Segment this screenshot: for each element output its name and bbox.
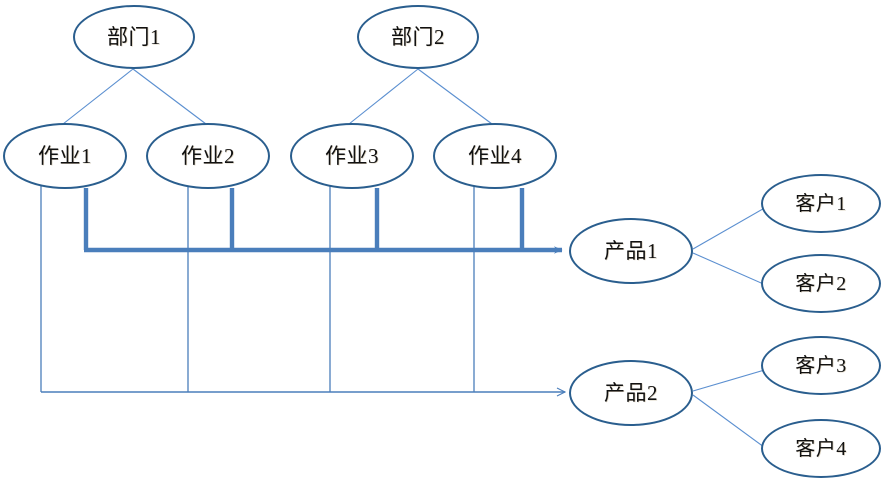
node-customer-1[interactable]: 客户1 (761, 174, 881, 233)
node-product-1[interactable]: 产品1 (569, 218, 693, 284)
node-label: 产品1 (604, 238, 658, 263)
node-task-3[interactable]: 作业3 (290, 123, 414, 189)
node-label: 作业2 (181, 143, 235, 168)
edge-dept2-task4 (417, 68, 493, 125)
edge-prod1-cust1 (692, 205, 769, 250)
node-label: 客户2 (795, 272, 847, 295)
node-label: 作业3 (325, 143, 379, 168)
node-task-1[interactable]: 作业1 (3, 123, 127, 189)
edge-prod1-cust2 (692, 252, 769, 287)
node-label: 客户4 (795, 437, 847, 460)
edge-dept1-task1 (62, 68, 134, 125)
edge-dept2-task3 (348, 68, 419, 125)
node-label: 客户3 (795, 354, 847, 377)
node-task-4[interactable]: 作业4 (433, 123, 557, 189)
edge-prod2-cust4 (692, 394, 769, 451)
node-customer-3[interactable]: 客户3 (761, 336, 881, 395)
node-label: 产品2 (604, 380, 658, 405)
node-label: 作业4 (468, 143, 522, 168)
node-customer-4[interactable]: 客户4 (761, 419, 881, 478)
node-label: 部门2 (391, 24, 445, 49)
node-department-2[interactable]: 部门2 (357, 5, 479, 69)
node-label: 部门1 (107, 24, 161, 49)
node-label: 作业1 (38, 143, 92, 168)
node-task-2[interactable]: 作业2 (146, 123, 270, 189)
node-label: 客户1 (795, 192, 847, 215)
edge-dept1-task2 (132, 68, 207, 125)
edge-prod2-cust3 (692, 368, 769, 392)
node-customer-2[interactable]: 客户2 (761, 254, 881, 313)
node-department-1[interactable]: 部门1 (73, 5, 195, 69)
node-product-2[interactable]: 产品2 (569, 360, 693, 426)
